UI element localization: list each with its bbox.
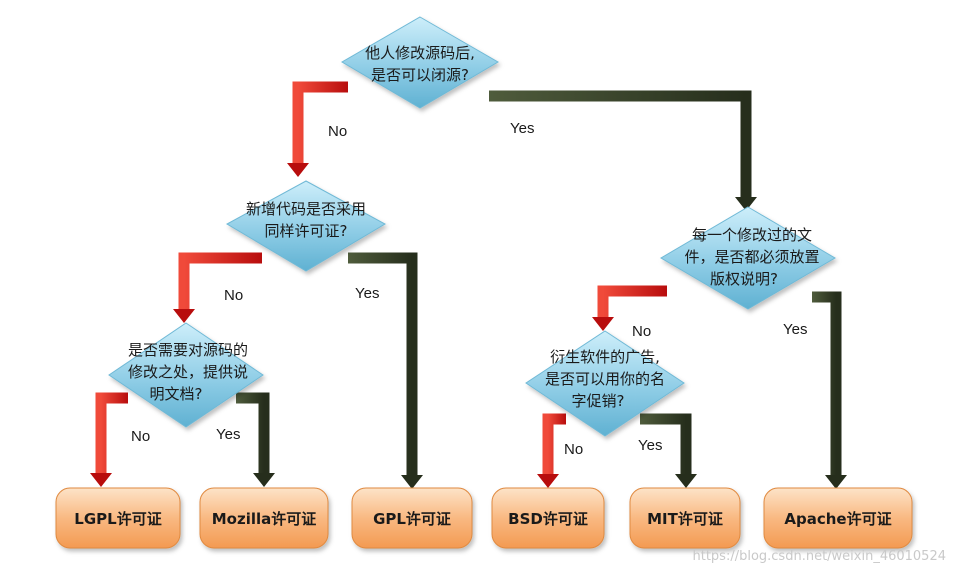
question-q1: 他人修改源码后, 是否可以闭源?: [341, 16, 499, 109]
q4-yes-arrow: [812, 291, 847, 489]
q3-yes-label: Yes: [216, 426, 240, 443]
license-gpl-label: GPL许可证: [373, 510, 451, 528]
license-apache: Apache许可证: [763, 487, 913, 549]
q2-no-arrow: [173, 252, 262, 323]
license-lgpl: LGPL许可证: [55, 487, 181, 549]
q4-line2: 件，是否都必须放置: [684, 248, 819, 266]
q5-line2: 是否可以用你的名: [545, 370, 665, 388]
q3-no-arrow: [90, 392, 128, 487]
q4-line1: 每一个修改过的文: [692, 226, 812, 244]
q1-line2: 是否可以闭源?: [371, 66, 469, 84]
q5-no-arrow: [537, 413, 566, 488]
q2-line2: 同样许可证?: [265, 222, 348, 240]
q3-line1: 是否需要对源码的: [128, 341, 248, 359]
license-bsd-label: BSD许可证: [508, 510, 588, 528]
watermark-text: https://blog.csdn.net/weixin_46010524: [692, 549, 946, 564]
q3-line3: 明文档?: [150, 385, 203, 403]
question-q3: 是否需要对源码的 修改之处，提供说 明文档?: [108, 322, 264, 428]
q5-yes-arrow: [640, 413, 697, 488]
license-lgpl-label: LGPL许可证: [74, 510, 161, 528]
q2-line1: 新增代码是否采用: [246, 200, 366, 218]
question-q5: 衍生软件的广告, 是否可以用你的名 字促销?: [525, 330, 685, 437]
license-mit: MIT许可证: [629, 487, 741, 549]
q1-no-arrow: [287, 81, 348, 177]
q2-yes-label: Yes: [355, 285, 379, 302]
q2-yes-arrow: [348, 252, 423, 489]
license-mozilla-label: Mozilla许可证: [212, 510, 317, 528]
license-bsd: BSD许可证: [491, 487, 605, 549]
license-gpl: GPL许可证: [351, 487, 473, 549]
license-mit-label: MIT许可证: [647, 510, 723, 528]
question-q2: 新增代码是否采用 同样许可证?: [225, 180, 387, 272]
q4-yes-label: Yes: [783, 321, 807, 338]
q3-yes-arrow: [236, 392, 275, 487]
license-mozilla: Mozilla许可证: [199, 487, 329, 549]
q5-no-label: No: [564, 441, 583, 458]
q3-no-label: No: [131, 428, 150, 445]
q5-line1: 衍生软件的广告,: [550, 348, 660, 366]
q3-line2: 修改之处，提供说: [128, 363, 248, 381]
q5-line3: 字促销?: [572, 392, 625, 410]
q2-no-label: No: [224, 287, 243, 304]
question-q4: 每一个修改过的文 件，是否都必须放置 版权说明?: [660, 206, 836, 310]
q5-yes-label: Yes: [638, 437, 662, 454]
q4-line3: 版权说明?: [710, 270, 778, 288]
q1-yes-label: Yes: [510, 120, 534, 137]
q4-no-label: No: [632, 323, 651, 340]
license-apache-label: Apache许可证: [784, 510, 891, 528]
q1-no-label: No: [328, 123, 347, 140]
q1-line1: 他人修改源码后,: [365, 44, 475, 62]
q4-no-arrow: [592, 285, 667, 331]
q1-yes-arrow: [489, 90, 757, 211]
